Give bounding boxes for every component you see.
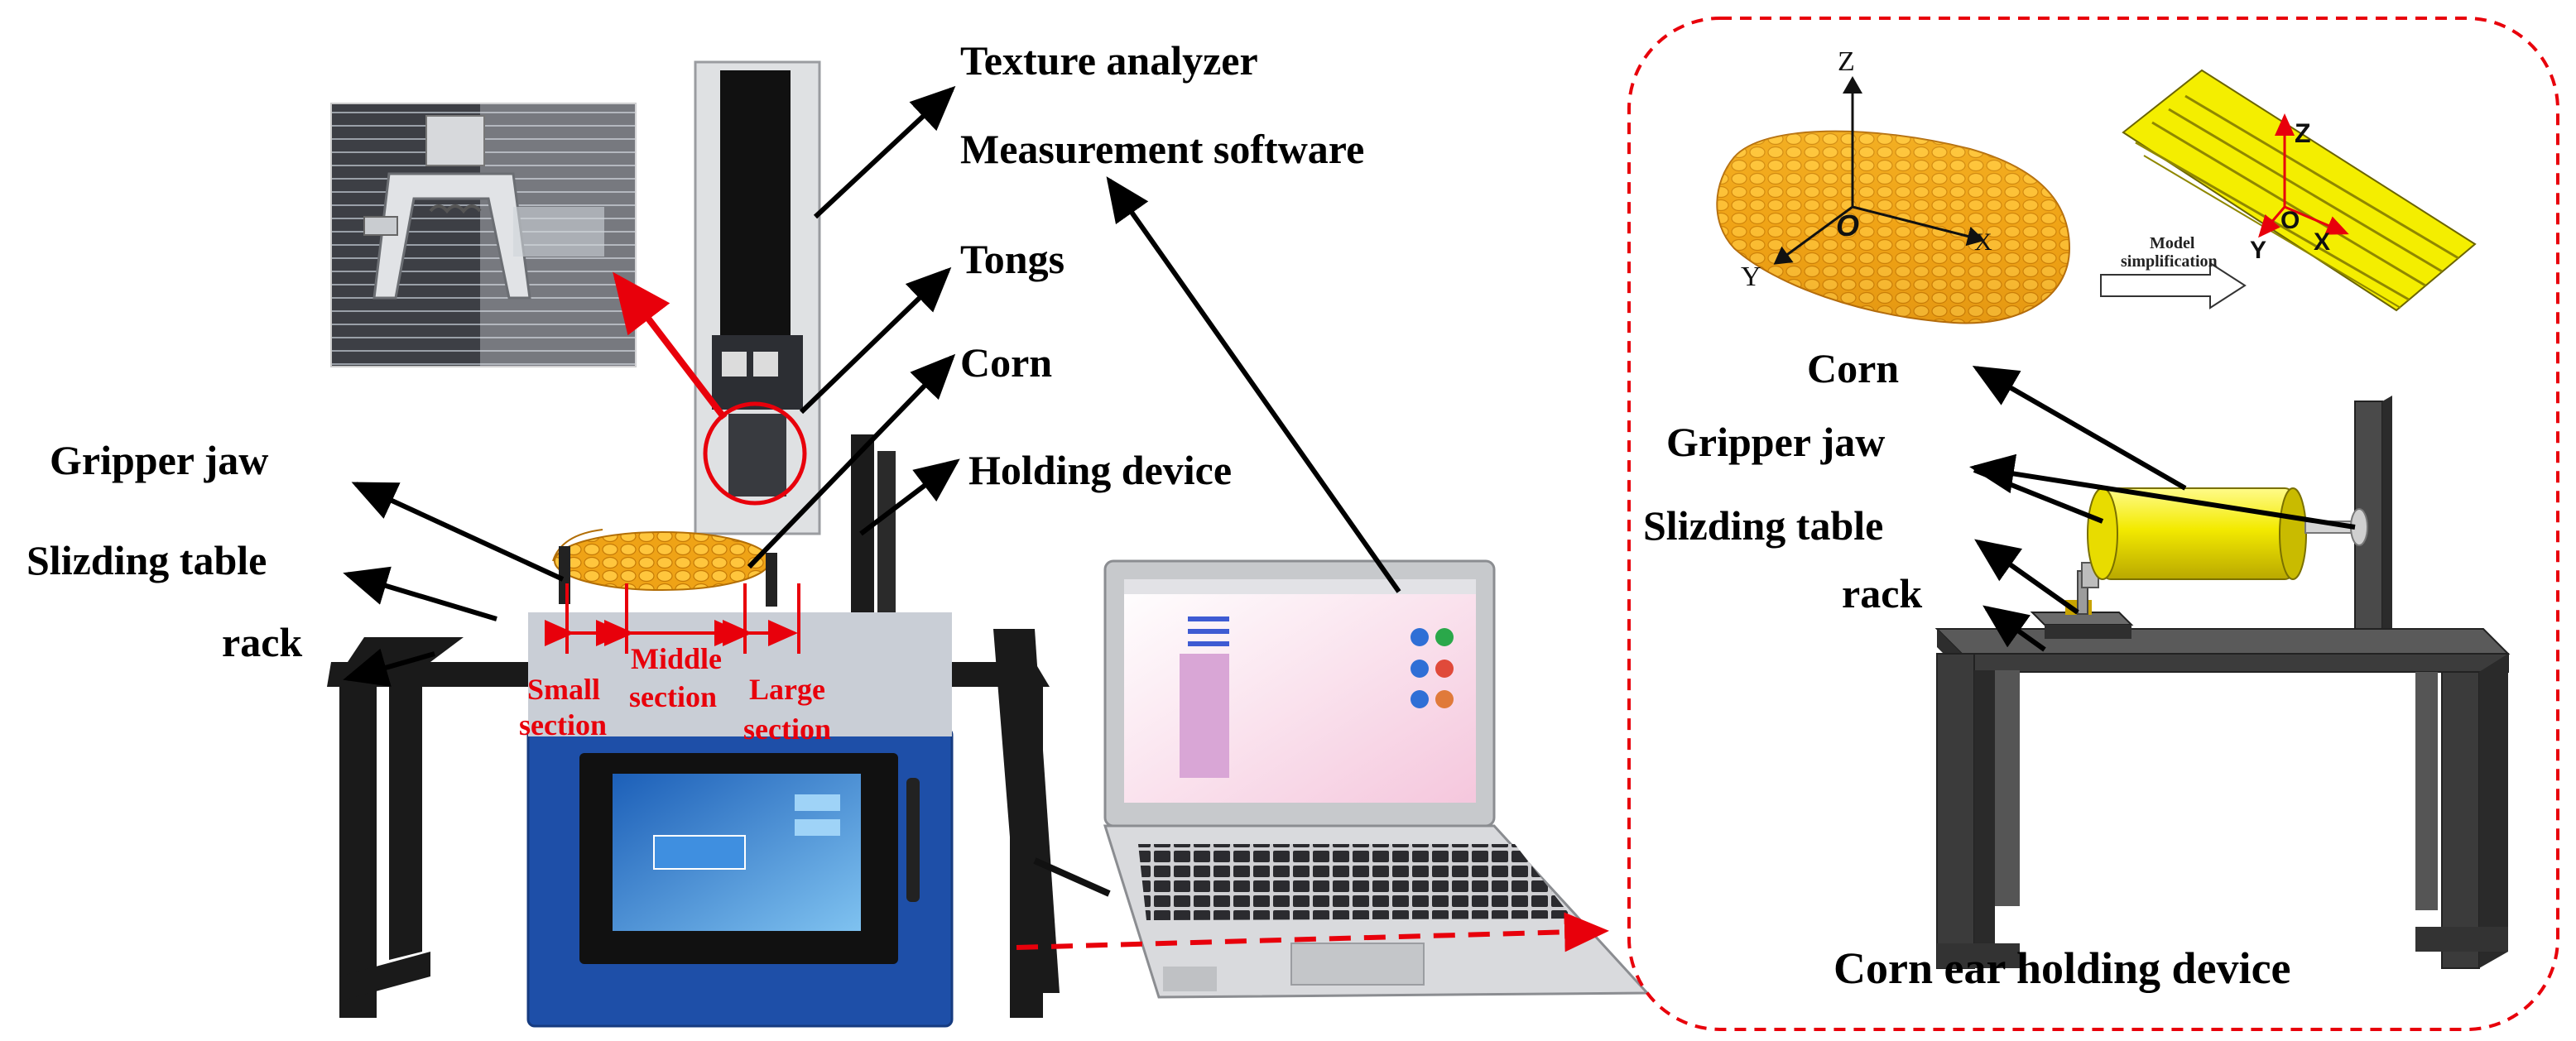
axis-x-left: X [1974,228,1992,256]
axis-o-left: O [1836,209,1859,242]
texture-analyzer-photo [327,60,1651,1028]
label-measurement-software: Measurement software [960,126,1364,172]
model-label-line1: Model [2150,234,2195,252]
label-middle-line1: Middle [631,642,722,675]
right-annotation-arrows [1969,366,2356,652]
section-markers [545,583,800,654]
label-corn: Corn [960,339,1052,386]
label-sliding-table: Slizding table [26,537,267,583]
label-gripper-jaw: Gripper jaw [50,437,268,483]
zoom-circle [703,401,807,506]
laptop-photo [1103,559,1651,999]
dashed-link-arrow [1016,912,1609,952]
right-panel-border [1627,17,2559,1031]
left-annotation-arrows [343,85,1401,687]
tongs-closeup-inset [330,103,637,367]
label-large-line2: section [743,712,831,746]
right-label-sliding-table: Slizding table [1643,502,1883,549]
model-simplification-arrow [2100,261,2247,309]
right-label-gripper-jaw: Gripper jaw [1666,419,1885,465]
corn-ear-photo [552,529,771,591]
section-labels: Small section Middle section Large secti… [519,642,831,746]
axis-z-left: Z [1838,46,1855,77]
axis-z-right: Z [2295,118,2311,148]
model-label-line2: simplification [2121,252,2218,271]
zoom-arrow [613,271,728,420]
axis-o-right: O [2280,207,2300,234]
axis-x-right: X [2314,228,2330,256]
axis-y-right: Y [2250,237,2266,264]
right-panel-title: Corn ear holding device [1833,943,2291,993]
axis-y-left: Y [1741,261,1761,292]
analyzer-base [526,612,954,1028]
label-large-line1: Large [749,673,825,706]
label-small-line2: section [519,708,607,741]
model-axes [2258,113,2349,238]
label-tongs: Tongs [960,236,1065,282]
label-holding-device: Holding device [968,447,1232,493]
right-label-rack: rack [1842,570,1922,616]
label-rack: rack [222,619,302,665]
corn-axes [1773,76,1985,265]
holding-device-3d [1934,396,2511,969]
right-label-corn: Corn [1807,345,1899,391]
label-texture-analyzer: Texture analyzer [960,37,1258,84]
label-middle-line2: section [629,680,717,713]
label-small-line1: Small [527,673,600,706]
corn-ear-3d [1716,130,2071,324]
